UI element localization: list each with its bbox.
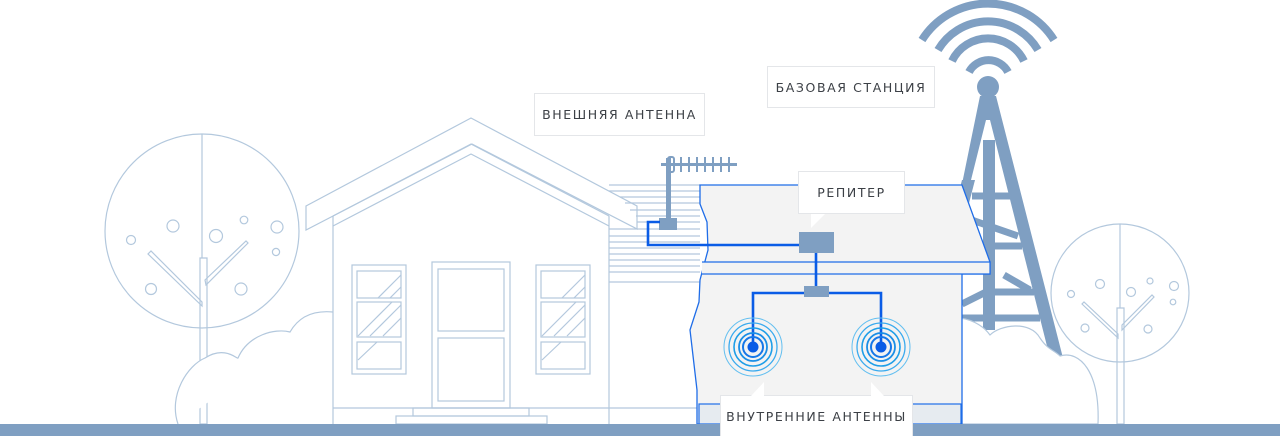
repeater-unit — [799, 232, 834, 253]
callout-internal-antennas: ВНУТРЕННИЕ АНТЕННЫ — [720, 382, 913, 436]
tree-left — [104, 133, 300, 425]
callout-external-antenna: ВНЕШНЯЯ АНТЕННА — [534, 93, 724, 150]
external-antenna — [659, 156, 737, 230]
callout-tail-left — [751, 382, 764, 396]
label-base-station: БАЗОВАЯ СТАНЦИЯ — [775, 79, 927, 95]
ground — [0, 424, 1280, 436]
label-external-antenna: ВНЕШНЯЯ АНТЕННА — [542, 107, 697, 122]
callout-tail — [935, 81, 948, 97]
window-right — [535, 264, 591, 375]
callout-repeater: РЕПИТЕР — [798, 171, 905, 228]
internal-antenna-right — [851, 317, 911, 377]
house — [305, 117, 700, 425]
callout-tail — [811, 214, 825, 228]
splitter — [804, 286, 829, 297]
tree-right — [1050, 223, 1190, 425]
signal-waves-icon — [918, 0, 1058, 75]
bush-right — [959, 317, 1099, 425]
coax-cables — [646, 220, 883, 348]
callout-base-station: БАЗОВАЯ СТАНЦИЯ — [767, 66, 948, 108]
bush-left — [174, 311, 334, 425]
callout-tail — [711, 136, 724, 150]
callout-tail-right — [871, 382, 884, 396]
house-cutaway — [689, 184, 991, 425]
window-left — [351, 264, 407, 375]
internal-antenna-left — [723, 317, 783, 377]
label-internal-antennas: ВНУТРЕННИЕ АНТЕННЫ — [726, 408, 907, 424]
label-repeater: РЕПИТЕР — [817, 185, 886, 200]
front-door — [395, 261, 548, 425]
